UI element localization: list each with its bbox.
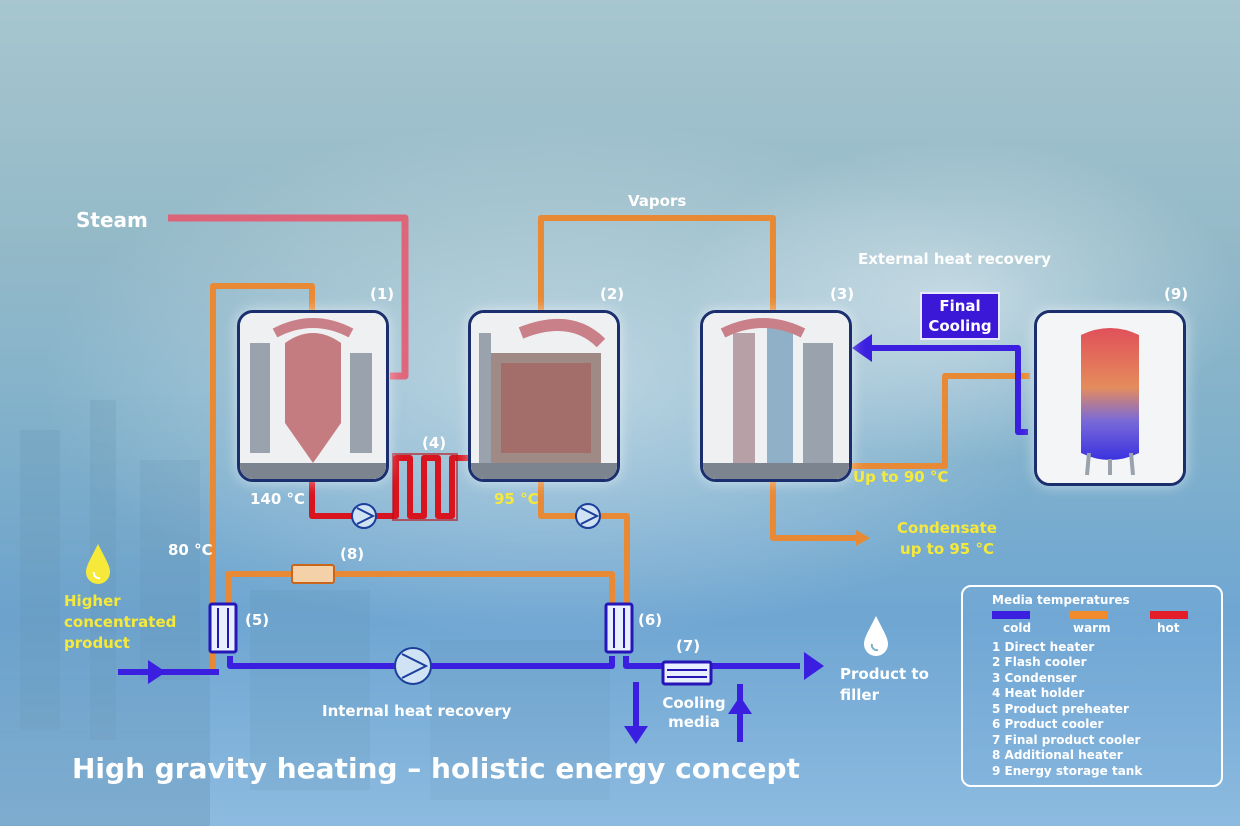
cooling-media-label: Cooling media — [662, 694, 726, 731]
legend-item: 9 Energy storage tank — [992, 764, 1143, 778]
equipment-number-7: (7) — [676, 637, 701, 655]
legend: Media temperatures cold warm hot 1 Direc… — [961, 585, 1223, 787]
temperature-140-label: 140 °C — [250, 490, 306, 508]
product-to-filler-label: Product to filler — [840, 665, 929, 704]
energy-storage-tank-card — [1034, 310, 1186, 486]
legend-swatch-warm — [1069, 611, 1107, 619]
legend-label-hot: hot — [1157, 621, 1180, 635]
legend-label-warm: warm — [1073, 621, 1111, 635]
legend-item: 7 Final product cooler — [992, 733, 1141, 747]
condenser-card — [700, 310, 852, 482]
condensate-label: Condensate up to 95 °C — [897, 519, 997, 558]
final-cooling-box: Final Cooling — [920, 292, 1000, 340]
heat-exchanger-5 — [208, 602, 238, 654]
drop-icon — [86, 544, 110, 584]
equipment-number-5: (5) — [245, 611, 270, 629]
flash-cooler-image — [471, 313, 617, 479]
pump-icon — [575, 503, 601, 529]
legend-item: 2 Flash cooler — [992, 655, 1087, 669]
legend-item: 3 Condenser — [992, 671, 1077, 685]
hot-line — [309, 455, 470, 519]
equipment-number-2: (2) — [600, 285, 625, 303]
steam-label: Steam — [76, 208, 148, 232]
legend-swatch-cold — [992, 611, 1030, 619]
temperature-80-label: 80 °C — [168, 541, 213, 559]
direct-heater-card — [237, 310, 389, 482]
equipment-number-6: (6) — [638, 611, 663, 629]
additional-heater-8 — [291, 564, 335, 584]
equipment-number-4: (4) — [422, 434, 447, 452]
equipment-number-3: (3) — [830, 285, 855, 303]
heat-exchanger-6 — [604, 602, 634, 654]
heat-exchanger-7 — [661, 660, 713, 686]
background-plant-silhouette — [0, 390, 610, 826]
equipment-number-1: (1) — [370, 285, 395, 303]
energy-storage-tank-image — [1037, 313, 1183, 483]
steam-line — [168, 214, 409, 380]
cold-arrows — [148, 334, 872, 744]
pump-icon — [351, 503, 377, 529]
vapors-label: Vapors — [628, 192, 687, 210]
internal-heat-recovery-label: Internal heat recovery — [322, 702, 512, 720]
condenser-image — [703, 313, 849, 479]
temperature-95-label: 95 °C — [494, 490, 539, 508]
legend-title: Media temperatures — [992, 593, 1130, 607]
legend-item: 5 Product preheater — [992, 702, 1129, 716]
heat-holder — [392, 453, 458, 521]
up-to-90-label: Up to 90 °C — [853, 468, 949, 486]
equipment-number-9: (9) — [1164, 285, 1189, 303]
higher-concentrated-product-label: Higher concentrated product — [64, 592, 177, 652]
pump-icon — [394, 647, 432, 685]
condensate-arrow — [856, 530, 870, 546]
legend-item: 1 Direct heater — [992, 640, 1095, 654]
legend-item: 6 Product cooler — [992, 717, 1104, 731]
legend-item: 8 Additional heater — [992, 748, 1123, 762]
legend-swatch-hot — [1150, 611, 1188, 619]
drop-icon — [864, 616, 888, 656]
legend-item: 4 Heat holder — [992, 686, 1085, 700]
direct-heater-image — [240, 313, 386, 479]
flash-cooler-card — [468, 310, 620, 482]
external-heat-recovery-label: External heat recovery — [858, 250, 1052, 268]
legend-label-cold: cold — [1003, 621, 1032, 635]
final-cooling-label: Final Cooling — [928, 297, 992, 335]
equipment-number-8: (8) — [340, 545, 365, 563]
page-title: High gravity heating – holistic energy c… — [72, 752, 800, 785]
